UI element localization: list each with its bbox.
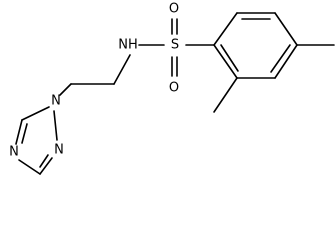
oxygen-top-label: O [169,2,179,17]
ring-c6-c1-bond [213,44,238,79]
atom-labels: O S O NH N N N [9,2,179,160]
n-ch2-bond [113,54,131,85]
triazole-c3-n2-bond [39,157,53,175]
triazole-c3-n2-inner-bond [39,154,49,168]
ring-c4-c5-inner-bond [270,44,291,73]
bonds [15,12,335,175]
amide-nh-label: NH [118,38,138,53]
ortho-methyl-bond [213,77,238,113]
triazole-n4-label: N [9,145,19,160]
ch2-n1-bond [59,83,72,96]
triazole-n1-label: N [51,94,61,109]
triazole-n1-c5-bond [21,106,50,121]
triazole-c5-n4-inner-bond [21,123,28,144]
ring-c4-c5-bond [274,44,298,79]
triazole-n2-label: N [54,143,64,158]
triazole-n2-n1-bond [53,110,58,141]
sulfur-label: S [171,38,179,53]
structure-canvas: O S O NH N N N [9,1,335,175]
chemical-structure: O S O NH N N N [9,2,335,175]
ring-c3-c4-bond [274,12,298,46]
triazole-n4-c3-bond [18,159,41,175]
oxygen-bottom-label: O [169,81,179,96]
ring-c1-c2-bond [213,12,238,46]
triazole-c5-n4-bond [15,119,23,145]
ring-c6-c1-inner-bond [220,44,239,72]
